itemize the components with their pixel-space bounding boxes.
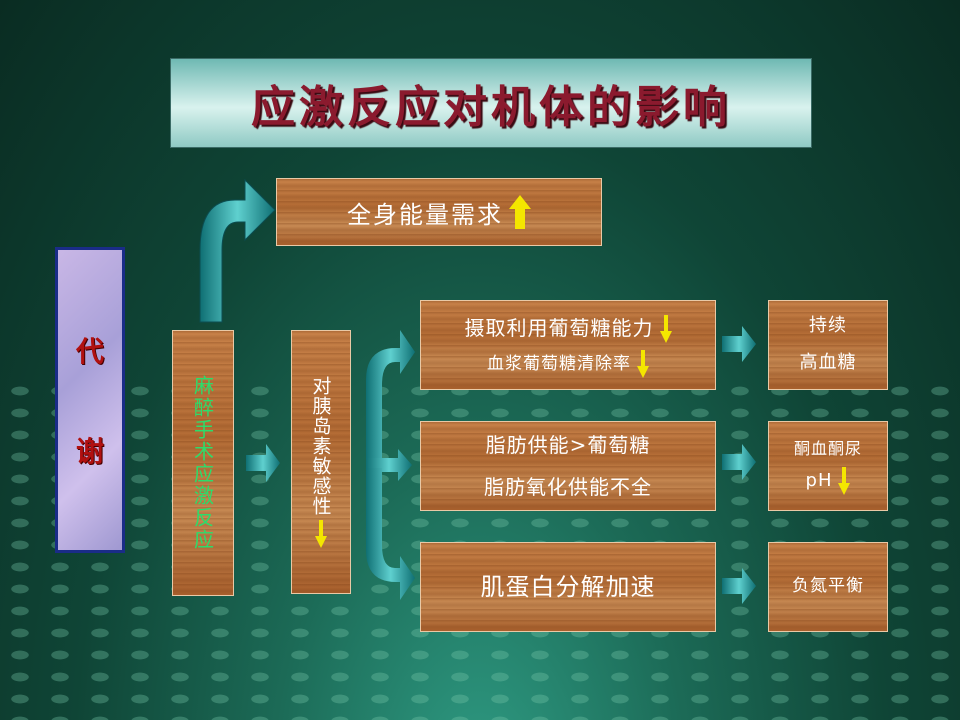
fat-box: 脂肪供能>葡萄糖 脂肪氧化供能不全: [420, 421, 716, 511]
arrow-right-trigger: [246, 444, 280, 482]
energy-text: 全身能量需求: [347, 200, 503, 229]
nitrogen-box: 负氮平衡: [768, 542, 888, 632]
down-arrow-icon: [637, 349, 649, 378]
glucose-line-1: 摄取利用葡萄糖能力: [465, 312, 672, 344]
hyperglycemia-line-2: 高血糖: [799, 352, 857, 373]
down-arrow-icon: [838, 467, 851, 496]
insulin-text: 对胰岛素敏感性: [309, 376, 332, 516]
arrow-right-fat: [366, 449, 412, 481]
arrow-right-protein-result: [722, 568, 756, 604]
ph-line: pH: [806, 467, 851, 496]
glucose-line-2: 血浆葡萄糖清除率: [487, 349, 649, 378]
curved-arrow-glucose: [366, 330, 415, 462]
nitrogen-line: 负氮平衡: [792, 576, 864, 597]
ketone-box: 酮血酮尿 pH: [768, 421, 888, 511]
fat-line-1: 脂肪供能>葡萄糖: [485, 433, 651, 457]
glucose-box: 摄取利用葡萄糖能力 血浆葡萄糖清除率: [420, 300, 716, 390]
title-banner: 应激反应对机体的影响: [170, 58, 812, 148]
page-title: 应激反应对机体的影响: [251, 82, 731, 133]
energy-box: 全身能量需求: [276, 178, 602, 246]
curved-arrow-up: [199, 178, 276, 323]
up-arrow-icon: [509, 195, 531, 229]
down-arrow-icon: [315, 520, 327, 548]
trigger-box: 麻醉手术应激反应: [172, 330, 234, 596]
metabolism-panel: 代 谢: [55, 247, 125, 553]
panel-char-2: 谢: [75, 435, 104, 468]
panel-char-1: 代: [75, 335, 104, 368]
insulin-box: 对胰岛素敏感性: [291, 330, 351, 594]
fat-line-2: 脂肪氧化供能不全: [484, 475, 652, 499]
ketone-line-1: 酮血酮尿: [793, 438, 862, 458]
hyperglycemia-line-1: 持续: [809, 315, 847, 337]
arrow-right-fat-result: [722, 444, 756, 480]
down-arrow-icon: [659, 315, 672, 344]
protein-line-1: 肌蛋白分解加速: [480, 572, 656, 601]
arrow-right-glucose-result: [722, 326, 756, 362]
protein-box: 肌蛋白分解加速: [420, 542, 716, 632]
hyperglycemia-box: 持续 高血糖: [768, 300, 888, 390]
curved-arrow-protein: [366, 468, 415, 600]
trigger-text: 麻醉手术应激反应: [190, 375, 215, 551]
